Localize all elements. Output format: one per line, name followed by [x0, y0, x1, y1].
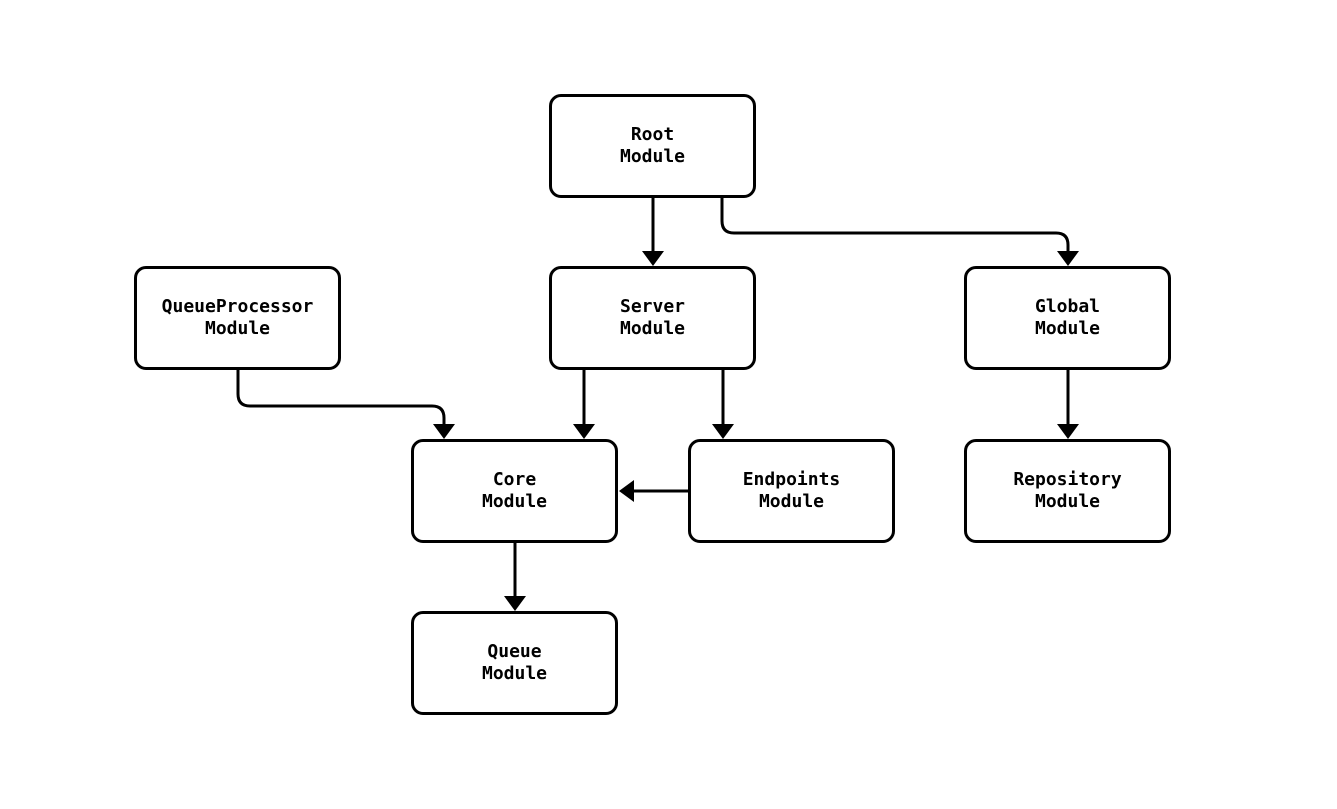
edge-root-to-global — [720, 198, 1079, 266]
node-endpoints-module: Endpoints Module — [688, 439, 895, 543]
node-global-module: Global Module — [964, 266, 1171, 370]
node-label-core-module: Core Module — [481, 469, 548, 512]
node-core-module: Core Module — [411, 439, 618, 543]
node-queue-module: Queue Module — [411, 611, 618, 715]
arrowhead-down-icon — [642, 251, 664, 266]
node-repository-module: Repository Module — [964, 439, 1171, 543]
node-label-queue-module: Queue Module — [481, 641, 548, 684]
edge-global-to-repository — [1057, 370, 1079, 439]
arrowhead-left-icon — [619, 480, 634, 502]
arrowhead-down-icon — [712, 424, 734, 439]
node-label-repository-module: Repository Module — [1013, 469, 1122, 512]
edge-server-to-endpoints — [712, 370, 734, 439]
node-root-module: Root Module — [549, 94, 756, 198]
arrowhead-down-icon — [433, 424, 455, 439]
edge-root-to-server — [642, 198, 664, 266]
arrowhead-down-icon — [1057, 424, 1079, 439]
node-label-queueprocessor-module: QueueProcessor Module — [161, 296, 314, 339]
arrowhead-down-icon — [504, 596, 526, 611]
arrowhead-down-icon — [573, 424, 595, 439]
node-server-module: Server Module — [549, 266, 756, 370]
edge-endpoints-to-core — [619, 480, 688, 502]
node-label-server-module: Server Module — [619, 296, 686, 339]
edge-queueprocessor-to-core — [236, 370, 455, 439]
node-label-global-module: Global Module — [1034, 296, 1101, 339]
node-label-root-module: Root Module — [619, 124, 686, 167]
edge-server-to-core — [573, 370, 595, 439]
edge-core-to-queue — [504, 543, 526, 611]
node-queueprocessor-module: QueueProcessor Module — [134, 266, 341, 370]
node-label-endpoints-module: Endpoints Module — [742, 469, 841, 512]
arrowhead-down-icon — [1057, 251, 1079, 266]
